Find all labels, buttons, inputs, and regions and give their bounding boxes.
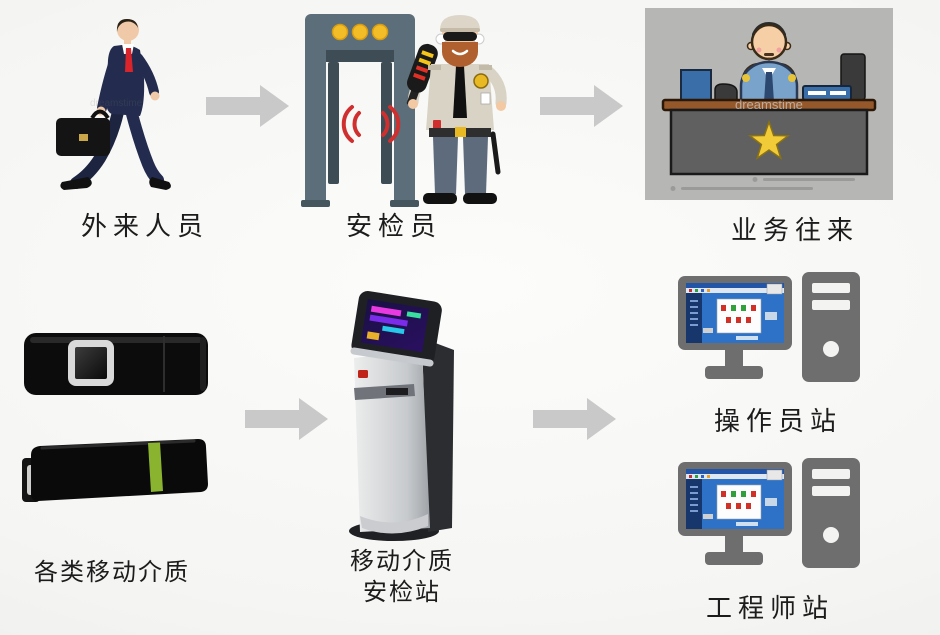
arrow-shape [540, 85, 623, 127]
arrow-shape [533, 398, 616, 440]
security-guard-figure [406, 15, 507, 204]
blue-folder [680, 69, 712, 101]
kiosk-label-line1: 移动介质 [350, 548, 454, 575]
sunglasses-icon [443, 32, 477, 41]
gate-light [351, 23, 369, 41]
operator-station-illustration [672, 272, 862, 387]
stock-watermark: dreamstime [90, 98, 143, 109]
workstation-computer-icon [678, 458, 860, 568]
red-tie [125, 48, 133, 72]
media-label: 各类移动介质 [34, 559, 190, 586]
handheld-detector [406, 43, 438, 107]
security-gate-and-guard-illustration [301, 14, 507, 207]
flow-arrow-2 [540, 83, 624, 129]
kiosk-label: 移动介质 安检站 [322, 546, 482, 608]
usb-drives-illustration [22, 333, 208, 502]
flow-arrow-4 [533, 396, 617, 442]
star-icon [747, 119, 791, 161]
kiosk-logo [358, 370, 368, 378]
badge-icon [473, 73, 489, 89]
kiosk-rear-column [422, 338, 454, 532]
visitor-illustration: dreamstime [56, 19, 171, 190]
flow-arrow-3 [245, 396, 329, 442]
stock-watermark: dreamstime [735, 97, 803, 112]
security-kiosk-illustration [349, 291, 454, 541]
signal-waves-icon [341, 105, 401, 143]
arrow-shape [206, 85, 289, 127]
business-label: 业务往来 [730, 215, 859, 245]
engineer-label: 工程师站 [705, 593, 834, 623]
inspector-label: 安检员 [345, 211, 442, 241]
metal-detector-gate [301, 14, 419, 207]
gate-light [371, 23, 389, 41]
flow-arrow-1 [206, 83, 290, 129]
desk-scene [661, 22, 877, 191]
kiosk-label-line2: 安检站 [363, 579, 441, 606]
kiosk-screen-head [350, 291, 442, 367]
telephone-icon [714, 83, 738, 101]
visitor-label: 外来人员 [80, 211, 209, 241]
gate-light [331, 23, 349, 41]
usb-drive-fingerprint [24, 333, 208, 395]
operator-label: 操作员站 [713, 406, 842, 436]
kiosk-keyboard-slot [354, 384, 415, 400]
arrow-shape [245, 398, 328, 440]
green-stripe [148, 442, 163, 492]
officer-at-desk-illustration: dreamstime [645, 8, 893, 200]
baton [490, 131, 501, 175]
usb-drive-green-stripe [22, 439, 208, 502]
engineer-station-illustration [672, 458, 862, 573]
businessman-figure [56, 19, 171, 190]
workstation-computer-icon [678, 272, 860, 382]
